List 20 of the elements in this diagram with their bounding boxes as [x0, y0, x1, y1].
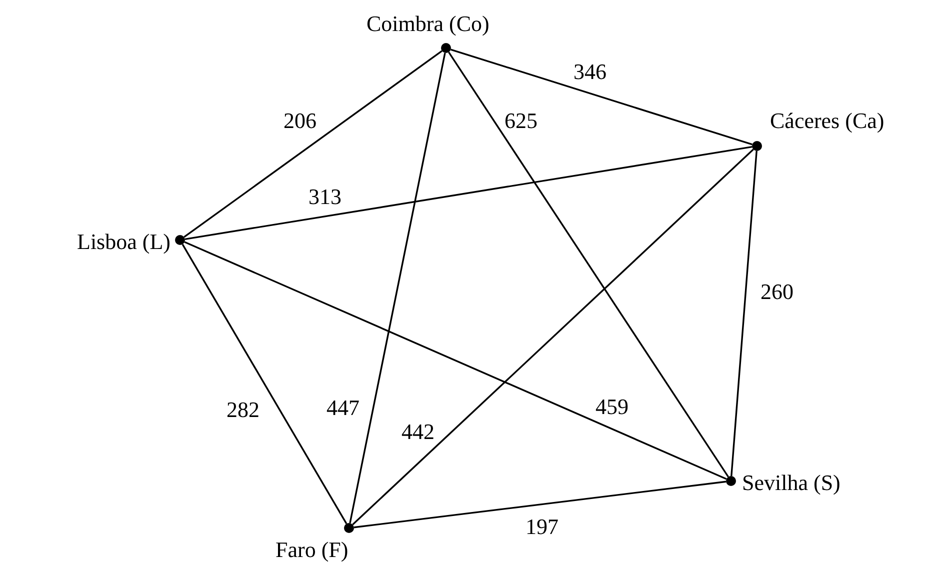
- edge-line: [352, 148, 754, 526]
- edge-line: [354, 480, 726, 528]
- vertex-dot: [175, 235, 185, 245]
- edge-line: [730, 150, 758, 476]
- vertex-dot: [441, 43, 451, 53]
- vertex-dot: [344, 523, 354, 533]
- edge-line: [184, 50, 442, 238]
- edge-line: [184, 241, 727, 480]
- vertex-dot: [752, 141, 762, 151]
- edge-line: [182, 244, 348, 524]
- city-label: Sevilha (S): [742, 472, 840, 494]
- edge-line: [450, 48, 752, 146]
- city-label: Lisboa (L): [77, 231, 170, 253]
- edge-line: [349, 52, 446, 524]
- edge-line: [184, 146, 752, 240]
- vertex-dot: [726, 476, 736, 486]
- city-label: Coimbra (Co): [366, 13, 490, 35]
- city-label: Faro (F): [276, 539, 348, 561]
- edge-line: [448, 52, 729, 478]
- city-label: Cáceres (Ca): [770, 110, 884, 132]
